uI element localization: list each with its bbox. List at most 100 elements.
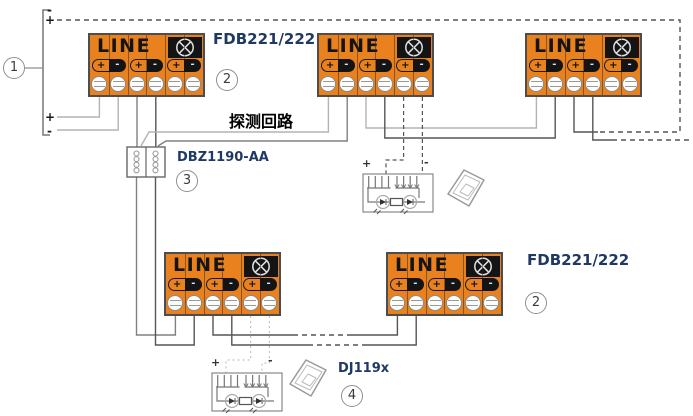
plus-terminal-sign: + <box>129 59 147 72</box>
wire-loop-line2 <box>157 97 348 147</box>
screw-terminal <box>147 76 164 92</box>
indicator-terminal-plus-0: + <box>362 157 372 170</box>
minus-terminal-sign: - <box>375 59 393 72</box>
minus-terminal-sign: - <box>185 278 202 291</box>
screw-slot <box>429 300 441 306</box>
screw-terminal <box>584 76 601 92</box>
screw-terminal <box>261 295 278 311</box>
screw-slot <box>245 300 257 306</box>
screw-slot <box>188 300 200 306</box>
spring-clamp-icon <box>152 150 159 174</box>
callout-badge: 2 <box>525 292 547 314</box>
dbz1190-terminal-box <box>126 146 166 178</box>
wire-b3-c1 <box>365 97 538 129</box>
detector-base-3d-icon <box>289 359 327 397</box>
screw-slot <box>169 300 181 306</box>
line-label: LINE <box>534 35 589 57</box>
minus-terminal-sign: - <box>621 59 638 72</box>
minus-terminal-sign: - <box>444 278 462 291</box>
plus-terminal-sign: + <box>465 278 483 291</box>
block-divider <box>165 35 167 95</box>
minus-terminal-sign: - <box>482 278 499 291</box>
callout-badge: 3 <box>176 170 198 192</box>
fdb-base-terminal-block: LINE+-+-+- <box>386 252 503 316</box>
wire-d3-e1 <box>212 316 293 336</box>
indicator-terminal-plus-2: + <box>211 356 221 369</box>
screw-slot <box>169 81 181 87</box>
wire-b4-c2 <box>384 97 556 139</box>
minus-terminal-sign: - <box>546 59 563 72</box>
block-divider <box>564 35 566 95</box>
terminal-polarity-pair: +- <box>321 59 355 72</box>
plus-terminal-sign: + <box>358 59 376 72</box>
label-dj: DJ119x <box>338 361 390 376</box>
panel-terminal-top-minus: - <box>47 3 52 17</box>
minus-terminal-sign: - <box>260 278 277 291</box>
screw-terminal <box>223 295 240 311</box>
screw-slot <box>131 81 143 87</box>
screw-terminal <box>483 295 500 311</box>
screw-terminal <box>427 295 443 311</box>
screw-terminal <box>242 295 259 311</box>
screw-slot <box>391 300 403 306</box>
wire-loop-line1 <box>140 97 330 147</box>
label-fdb-bottom: FDB221/222 <box>527 251 630 269</box>
panel-bracket <box>42 9 50 136</box>
screw-slot <box>398 81 410 87</box>
screw-terminal <box>547 76 564 92</box>
wire-d6-dj119x <box>261 316 270 374</box>
panel-terminal-bottom-plus: + <box>45 110 56 124</box>
screw-slot <box>341 81 353 87</box>
block-divider <box>394 35 396 95</box>
screw-slot <box>530 81 542 87</box>
screw-terminal <box>408 295 425 311</box>
wire-b5-indicator <box>385 97 405 174</box>
screw-terminal <box>91 76 108 92</box>
alarm-indicator-schematic <box>211 372 283 414</box>
terminal-polarity-pair: +- <box>243 278 277 291</box>
line-label: LINE <box>326 35 381 57</box>
screw-slot <box>112 81 124 87</box>
screw-terminal <box>129 76 145 92</box>
label-fdb-top: FDB221/222 <box>213 30 316 48</box>
screw-slot <box>187 81 199 87</box>
fdb-base-terminal-block: LINE+-+-+- <box>164 252 281 316</box>
screw-slot <box>410 300 422 306</box>
terminal-polarity-pair: +- <box>396 59 430 72</box>
terminal-polarity-pair: +- <box>465 278 499 291</box>
screw-terminal <box>185 76 202 92</box>
screw-slot <box>606 81 618 87</box>
fdb-base-terminal-block: LINE+-+-+- <box>88 33 205 97</box>
loop-return-dashed <box>57 19 681 133</box>
block-divider <box>127 35 129 95</box>
screw-terminal <box>339 76 356 92</box>
minus-terminal-sign: - <box>109 59 126 72</box>
spring-clamp-icon <box>133 150 140 174</box>
wire-d5-dj119x <box>225 316 252 374</box>
wire-panel-minus <box>57 97 119 131</box>
fdb-base-terminal-block: LINE+-+-+- <box>525 33 642 97</box>
block-divider <box>356 35 358 95</box>
screw-terminal <box>603 76 620 92</box>
screw-slot <box>485 300 497 306</box>
panel-terminal-top-plus: + <box>45 13 56 27</box>
screw-slot <box>467 300 479 306</box>
plus-terminal-sign: + <box>205 278 223 291</box>
indicator-terminal-minus-3: - <box>268 354 273 367</box>
screw-slot <box>263 300 275 306</box>
screw-slot <box>416 81 428 87</box>
screw-slot <box>587 81 599 87</box>
panel-terminal-bottom-minus: - <box>47 124 52 138</box>
terminal-polarity-pair: +- <box>390 278 424 291</box>
screw-slot <box>322 81 334 87</box>
line-label: LINE <box>97 35 152 57</box>
block-divider <box>425 254 427 314</box>
screw-slot <box>549 81 561 87</box>
wire-panel-plus <box>57 97 101 118</box>
screw-terminal <box>186 295 203 311</box>
block-divider <box>203 254 205 314</box>
screw-slot <box>448 300 460 306</box>
plus-terminal-sign: + <box>243 278 261 291</box>
wire-c4-out <box>592 97 612 141</box>
